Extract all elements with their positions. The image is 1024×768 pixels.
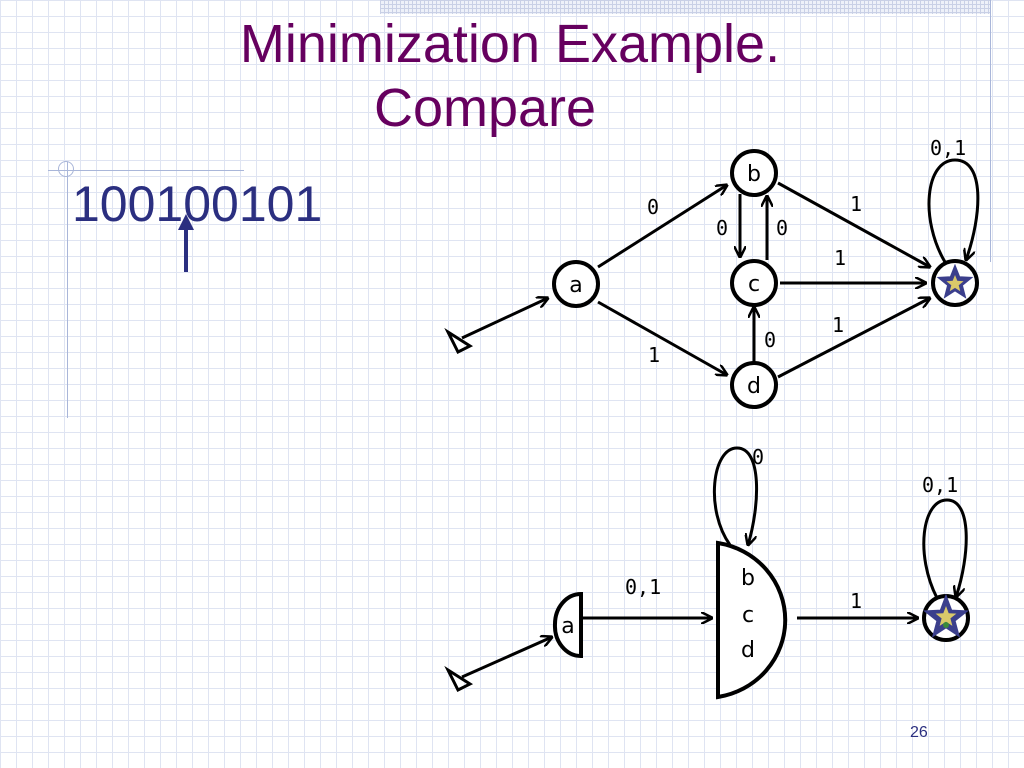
edge-final-loop-min xyxy=(922,498,968,598)
left-decorative-line xyxy=(67,162,68,418)
original-dfa: a b c d 0 1 0 0 0 1 1 1 0,1 xyxy=(444,136,980,409)
label-final-loop: 0,1 xyxy=(930,136,966,160)
state-bcd: b c d xyxy=(716,540,788,700)
minimized-dfa: a b c d 0,1 1 0 0,1 xyxy=(444,445,970,700)
svg-text:a: a xyxy=(569,273,582,298)
start-arrow-minimized xyxy=(444,637,552,693)
edge-b-final xyxy=(777,181,930,267)
header-decorative-line xyxy=(48,170,244,171)
label-a-b: 0 xyxy=(647,195,659,219)
edge-bcd-loop xyxy=(712,446,759,545)
label-d-final: 1 xyxy=(832,313,844,337)
position-pointer-arrow-icon xyxy=(178,214,194,272)
start-arrow-original xyxy=(444,298,548,355)
slide-number: 26 xyxy=(910,724,928,741)
label-d-c: 0 xyxy=(764,328,776,352)
slide-title: Minimization Example. Compare xyxy=(120,12,900,140)
label-c-final: 1 xyxy=(834,246,846,270)
state-a: a xyxy=(552,260,600,308)
svg-text:b: b xyxy=(747,162,761,187)
svg-text:c: c xyxy=(748,272,760,297)
label-bcd-loop: 0 xyxy=(752,445,764,469)
label-a-d: 1 xyxy=(648,343,660,367)
svg-text:b: b xyxy=(741,566,755,591)
top-decorative-band xyxy=(380,0,990,14)
final-state-original xyxy=(931,259,979,307)
label-c-b: 0 xyxy=(776,216,788,240)
title-line-1: Minimization Example. xyxy=(239,14,781,74)
label-final-loop-min: 0,1 xyxy=(922,473,958,497)
edge-final-loop xyxy=(927,158,980,262)
state-a-min: a xyxy=(552,591,583,659)
svg-text:d: d xyxy=(741,638,755,663)
label-b-c: 0 xyxy=(716,216,728,240)
label-a-bcd: 0,1 xyxy=(625,575,661,599)
input-string: 100100101 xyxy=(72,176,323,232)
corner-decorative-circle xyxy=(58,161,74,177)
svg-text:a: a xyxy=(561,614,574,639)
final-state-minimized xyxy=(922,593,970,642)
state-d: d xyxy=(730,361,778,409)
state-c: c xyxy=(730,259,778,307)
svg-text:c: c xyxy=(742,603,754,628)
edge-d-final xyxy=(777,298,930,379)
label-bcd-final: 1 xyxy=(850,589,862,613)
title-line-2: Compare xyxy=(373,78,597,138)
label-b-final: 1 xyxy=(850,192,862,216)
right-decorative-line xyxy=(990,0,991,262)
edge-a-d xyxy=(597,300,727,375)
edge-a-b xyxy=(597,185,727,269)
svg-text:d: d xyxy=(747,374,761,399)
state-b: b xyxy=(730,149,778,197)
